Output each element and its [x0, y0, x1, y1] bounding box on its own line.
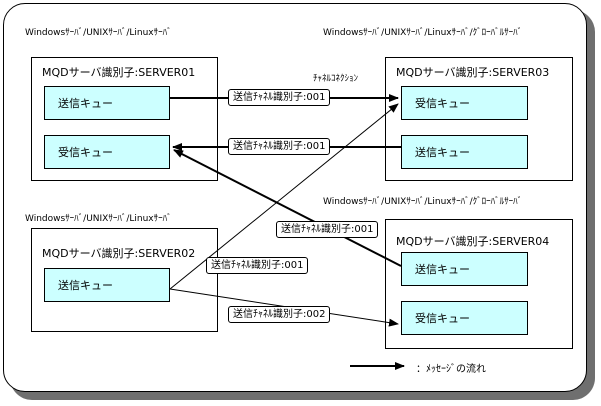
server-01-send-queue: 送信キュー [44, 86, 170, 120]
connection-label-2: 送信ﾁｬﾈﾙ識別子:001 [228, 138, 331, 155]
server-03-receive-queue: 受信キュー [401, 86, 528, 120]
server-04-receive-queue-label: 受信キュー [415, 312, 470, 325]
server-04-send-queue-label: 送信キュー [415, 263, 470, 276]
server-03-title: MQDサーバ識別子:SERVER03 [396, 66, 550, 79]
os-label-top-left: Windowsｻｰﾊﾞ/UNIXｻｰﾊﾞ/Linuxｻｰﾊﾞ [25, 28, 172, 38]
server-01-title: MQDサーバ識別子:SERVER01 [42, 66, 196, 79]
server-02-send-queue-label: 送信キュー [58, 279, 113, 292]
legend-text: ：ﾒｯｾｰｼﾞの流れ [416, 364, 486, 375]
os-label-top-right: Windowsｻｰﾊﾞ/UNIXｻｰﾊﾞ/Linuxｻｰﾊﾞ/ｸﾞﾛｰﾊﾞﾙｻｰ… [323, 28, 523, 38]
server-01-receive-queue: 受信キュー [44, 135, 170, 169]
channel-connection-label: ﾁｬﾈﾙｺﾈｸｼｮﾝ [313, 74, 359, 84]
connection-label-5: 送信ﾁｬﾈﾙ識別子:002 [228, 306, 331, 323]
server-01-send-queue-label: 送信キュー [58, 97, 113, 110]
server-02-send-queue: 送信キュー [44, 268, 170, 302]
os-label-mid-right: Windowsｻｰﾊﾞ/UNIXｻｰﾊﾞ/Linuxｻｰﾊﾞ/ｸﾞﾛｰﾊﾞﾙｻｰ… [323, 197, 523, 207]
server-03-send-queue: 送信キュー [401, 135, 528, 169]
os-label-mid-left: Windowsｻｰﾊﾞ/UNIXｻｰﾊﾞ/Linuxｻｰﾊﾞ [25, 214, 172, 224]
server-03-receive-queue-label: 受信キュー [415, 97, 470, 110]
connection-label-4: 送信ﾁｬﾈﾙ識別子:001 [206, 257, 309, 274]
server-04-receive-queue: 受信キュー [401, 301, 528, 335]
connection-label-3: 送信ﾁｬﾈﾙ識別子:001 [276, 221, 379, 238]
server-03-send-queue-label: 送信キュー [415, 146, 470, 159]
server-04-send-queue: 送信キュー [401, 252, 528, 286]
server-02-title: MQDサーバ識別子:SERVER02 [42, 247, 196, 260]
server-04-title: MQDサーバ識別子:SERVER04 [396, 235, 550, 248]
server-01-receive-queue-label: 受信キュー [58, 146, 113, 159]
connection-label-1: 送信ﾁｬﾈﾙ識別子:001 [228, 89, 331, 106]
